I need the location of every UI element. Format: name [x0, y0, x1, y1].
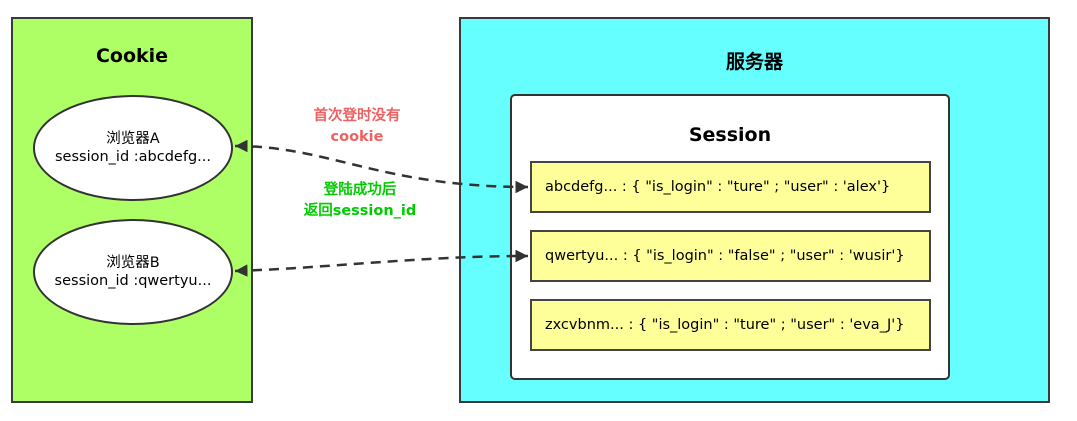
connector-browser-b-to-session-b[interactable] [234, 249, 529, 277]
session-title: Session [688, 124, 772, 146]
first-login-line1: 首次登时没有 [313, 108, 401, 124]
cookie-panel-title: Cookie [95, 45, 169, 67]
browser-a-name: 浏览器A [106, 131, 160, 147]
server-panel-title: 服务器 [725, 51, 783, 73]
browser-b-session-id: session_id :qwertyu... [54, 273, 212, 289]
session-entry[interactable]: zxcvbnm... : { "is_login" : "ture" ; "us… [530, 299, 931, 351]
session-entry-text: abcdefg... : { "is_login" : "ture" ; "us… [545, 179, 891, 195]
connector-browser-a-to-session-a[interactable] [234, 139, 529, 194]
cookie-panel: Cookie [11, 17, 253, 403]
session-entry[interactable]: abcdefg... : { "is_login" : "ture" ; "us… [530, 161, 931, 213]
browser-a-session-id: session_id :abcdefg... [55, 149, 211, 165]
session-entry-text: zxcvbnm... : { "is_login" : "ture" ; "us… [545, 317, 905, 333]
browser-a-node[interactable]: 浏览器A session_id :abcdefg... [33, 95, 233, 201]
browser-b-node[interactable]: 浏览器B session_id :qwertyu... [33, 219, 233, 325]
browser-b-name: 浏览器B [106, 255, 160, 271]
after-login-line2: 返回session_id [303, 203, 417, 219]
session-entry-text: qwertyu... : { "is_login" : "false" ; "u… [545, 248, 905, 264]
session-entry[interactable]: qwertyu... : { "is_login" : "false" ; "u… [530, 230, 931, 282]
